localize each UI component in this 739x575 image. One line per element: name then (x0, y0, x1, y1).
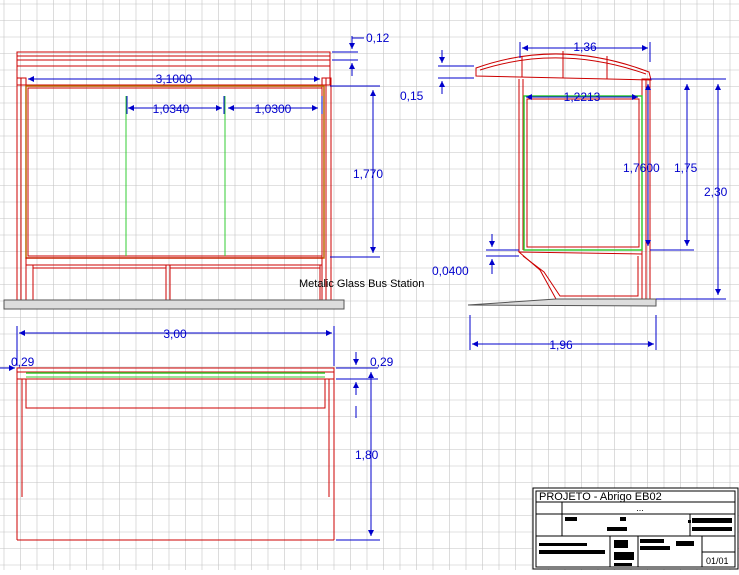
title-block-subtitle: ... (636, 503, 644, 513)
title-block-sheet: 01/01 (706, 556, 729, 566)
title-block-mark (692, 518, 732, 523)
dim-label: 1,75 (674, 161, 698, 175)
front-ground-slab (3, 299, 345, 310)
title-block-mark (688, 520, 691, 523)
title-block-mark (565, 517, 577, 521)
title-block-mark (676, 541, 694, 546)
title-block-frame-inner (535, 490, 736, 568)
front-view (16, 51, 332, 301)
side-roof (475, 53, 652, 81)
dim-label: 1,80 (355, 448, 379, 462)
front-dimensions (28, 36, 380, 258)
title-block-mark (640, 546, 670, 550)
dim-label: 1,0300 (255, 102, 292, 116)
dim-label: 1,770 (353, 167, 383, 181)
front-glass-frame-inner (27, 87, 323, 257)
side-dimension-labels: 1,36 1,2213 0,15 1,7600 1,75 2,30 0,0400… (400, 40, 728, 352)
front-bench-left (32, 264, 167, 301)
side-dimensions (438, 42, 726, 350)
dim-label: 1,7600 (623, 161, 660, 175)
side-roof-inner (479, 57, 647, 75)
title-block-mark (614, 563, 632, 566)
title-block-project: PROJETO - Abrigo EB02 (539, 491, 662, 503)
dim-label: 3,00 (163, 327, 187, 341)
dim-label: 0,15 (400, 89, 424, 103)
front-bench-frame (25, 257, 323, 266)
plan-bench (25, 378, 326, 409)
dim-label: 1,0340 (153, 102, 190, 116)
title-block-fills (539, 517, 732, 566)
side-lower-support-inner (522, 255, 639, 297)
side-lower-support (517, 251, 643, 300)
title-block-mark (692, 527, 732, 531)
title-block-mark (620, 517, 626, 521)
plan-dimensions (0, 326, 380, 541)
dim-label: 3,1000 (156, 72, 193, 86)
side-ground (467, 298, 657, 307)
front-roof-outer (16, 51, 331, 86)
plan-dimension-labels: 3,00 0,29 0,29 1,80 (11, 327, 394, 462)
title-block-mark (539, 550, 605, 554)
dim-label: 0,29 (11, 355, 35, 369)
side-view (475, 51, 652, 300)
dim-label: 2,30 (704, 185, 728, 199)
dim-label: 1,36 (573, 40, 597, 54)
dim-label: 0,29 (370, 355, 394, 369)
dim-label: 0,12 (366, 31, 390, 45)
title-block-mark (539, 543, 587, 546)
drawing-caption: Metalic Glass Bus Station (299, 278, 424, 290)
front-bench-right (169, 264, 321, 301)
dim-label: 1,2213 (564, 90, 601, 104)
title-block-mark (614, 552, 634, 560)
dim-label: 1,96 (549, 338, 573, 352)
title-block-mark (614, 540, 628, 548)
dim-label: 0,0400 (432, 264, 469, 278)
title-block-mark (607, 527, 627, 531)
title-block-mark (640, 539, 664, 543)
front-dimension-labels: 3,1000 1,0340 1,0300 1,770 0,12 (153, 31, 390, 181)
plan-view (16, 367, 335, 541)
title-block-text: PROJETO - Abrigo EB02 ... 01/01 (539, 491, 729, 566)
